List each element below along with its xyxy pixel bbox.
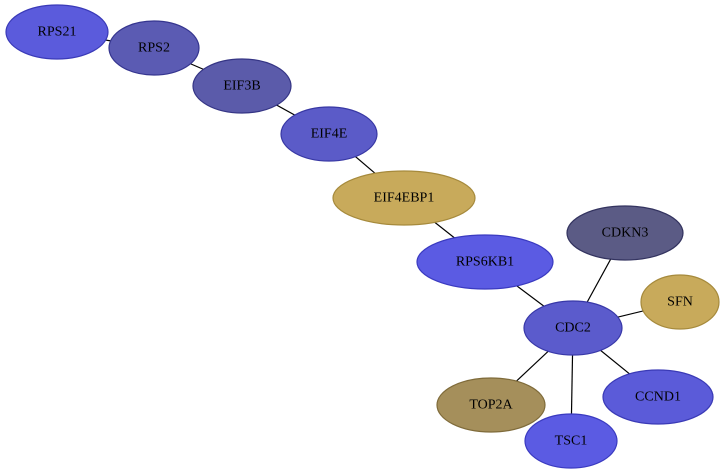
node-ellipse [436,377,546,433]
node-ellipse [332,170,476,226]
node-cdkn3[interactable]: CDKN3 [566,205,684,261]
node-rps2[interactable]: RPS2 [108,20,200,76]
node-label: RPS21 [38,25,77,40]
node-label: TOP2A [469,398,513,413]
node-label: CDC2 [555,321,591,336]
node-eif4e[interactable]: EIF4E [280,106,378,162]
node-label: SFN [667,295,693,310]
node-ellipse [192,58,292,114]
node-ellipse [416,234,554,290]
node-ellipse [524,413,618,469]
node-ellipse [108,20,200,76]
node-eif4ebp1[interactable]: EIF4EBP1 [332,170,476,226]
node-label: TSC1 [555,434,588,449]
node-cdc2[interactable]: CDC2 [523,300,623,356]
node-rps6kb1[interactable]: RPS6KB1 [416,234,554,290]
node-ellipse [640,274,720,330]
node-label: EIF4E [311,127,348,142]
node-top2a[interactable]: TOP2A [436,377,546,433]
node-ellipse [566,205,684,261]
node-rps21[interactable]: RPS21 [5,4,109,60]
node-label: RPS6KB1 [456,255,514,270]
node-label: CCND1 [635,390,681,405]
node-eif3b[interactable]: EIF3B [192,58,292,114]
node-ellipse [523,300,623,356]
node-label: EIF3B [223,79,260,94]
node-label: RPS2 [138,41,170,56]
node-ellipse [5,4,109,60]
node-ccnd1[interactable]: CCND1 [602,369,714,425]
node-sfn[interactable]: SFN [640,274,720,330]
node-tsc1[interactable]: TSC1 [524,413,618,469]
node-ellipse [280,106,378,162]
node-label: CDKN3 [602,226,649,241]
node-label: EIF4EBP1 [374,191,435,206]
node-ellipse [602,369,714,425]
